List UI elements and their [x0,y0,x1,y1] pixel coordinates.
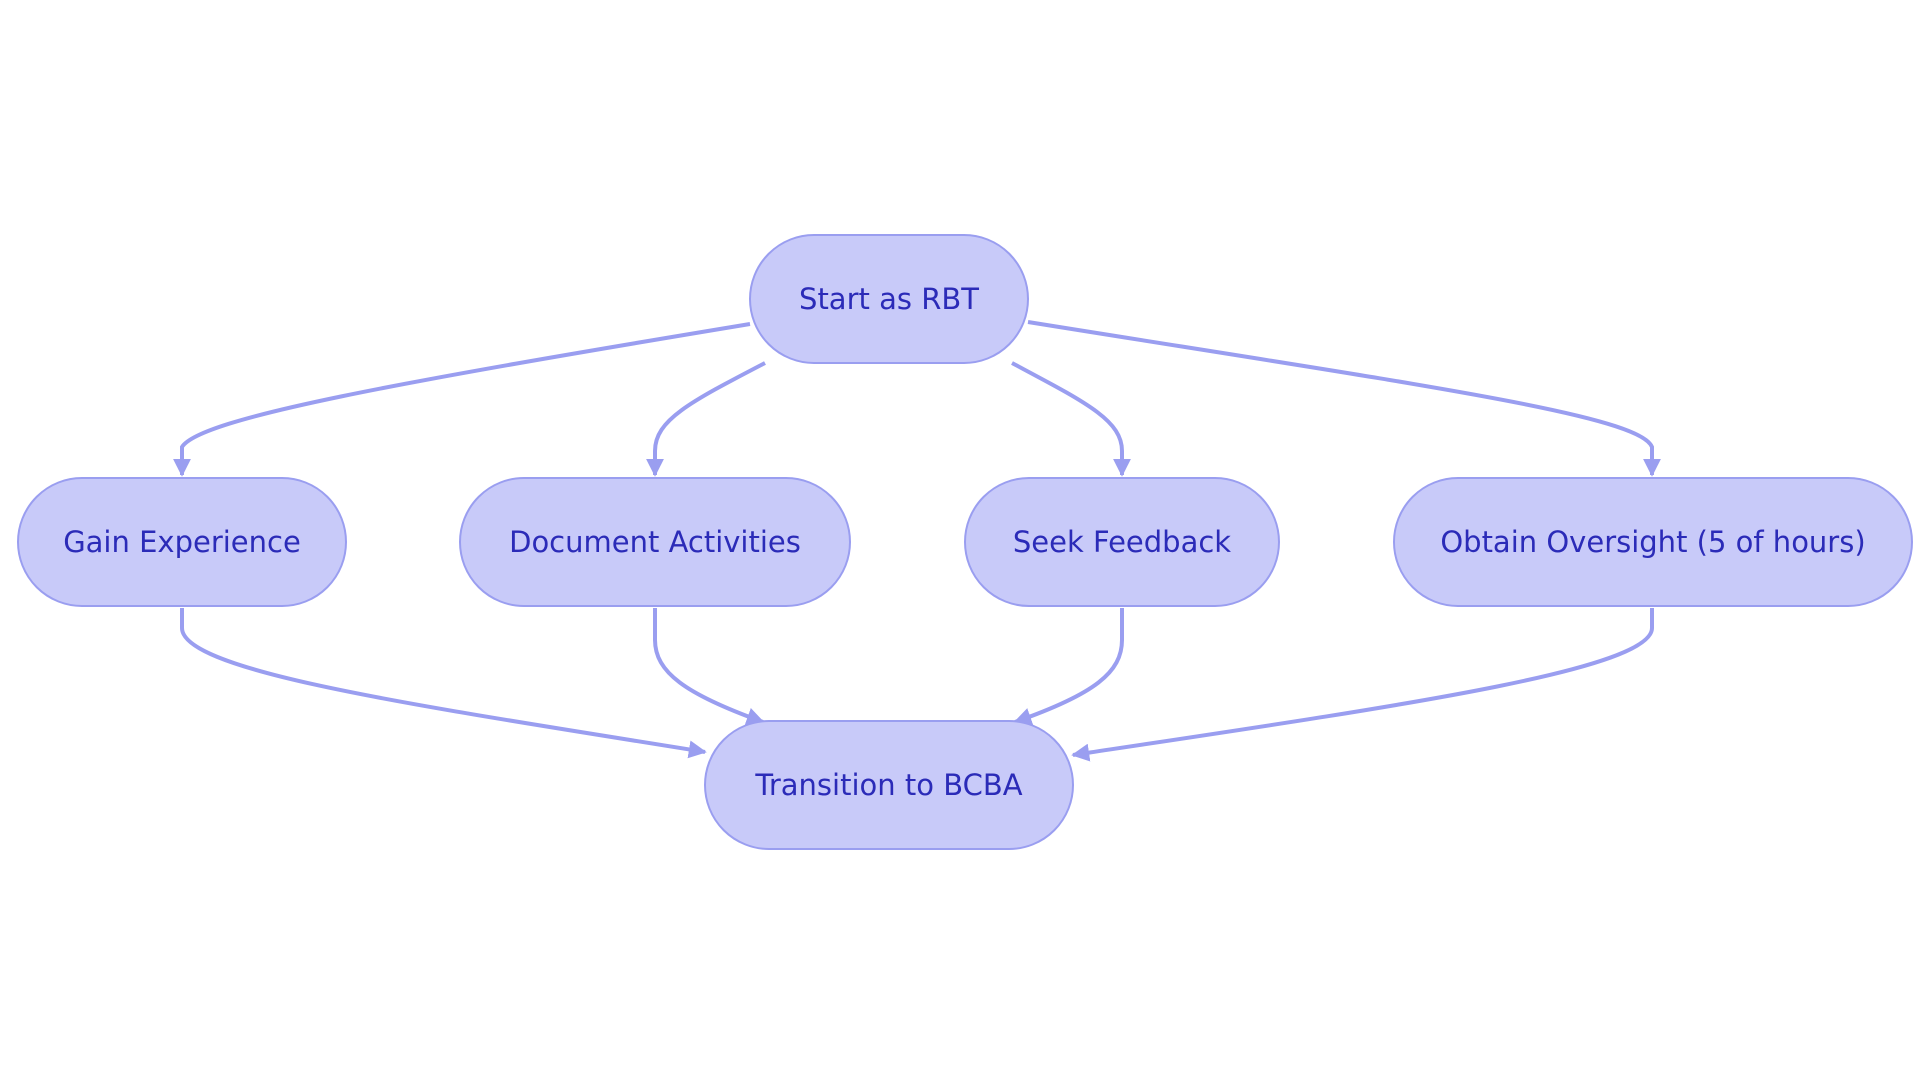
node-shape [704,720,1074,850]
node-label: Document Activities [509,525,801,559]
node-obtain-oversight: Obtain Oversight (5 of hours) [1393,477,1913,607]
edge-start-to-document-activities [646,361,766,477]
node-gain-experience: Gain Experience [17,477,347,607]
node-start-as-rbt: Start as RBT [749,234,1029,364]
node-shape [964,477,1280,607]
node-label: Gain Experience [63,525,301,559]
edge-obtain-oversight-to-transition [1071,608,1654,762]
node-label: Seek Feedback [1013,525,1231,559]
node-shape [1393,477,1913,607]
node-label: Start as RBT [799,282,979,316]
edge-start-to-seek-feedback [1011,361,1131,477]
node-label: Transition to BCBA [754,768,1022,802]
edge-gain-experience-to-transition [180,608,707,759]
edge-start-to-gain-experience [173,322,751,477]
node-document-activities: Document Activities [459,477,851,607]
edge-start-to-obtain-oversight [1027,320,1661,477]
node-seek-feedback: Seek Feedback [964,477,1280,607]
node-label: Obtain Oversight (5 of hours) [1440,525,1865,559]
node-shape [459,477,851,607]
edges [173,320,1661,762]
edge-document-activities-to-transition [653,608,765,725]
edge-seek-feedback-to-transition [1013,608,1124,726]
node-shape [17,477,347,607]
node-transition-to-bcba: Transition to BCBA [704,720,1074,850]
node-shape [749,234,1029,364]
